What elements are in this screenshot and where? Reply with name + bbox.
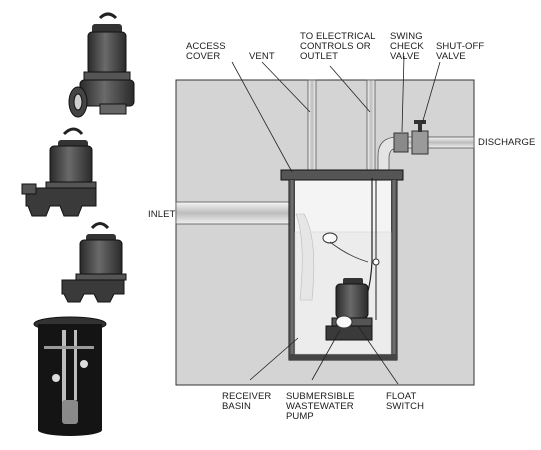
leader-lines xyxy=(231,55,441,385)
label-line: SWITCH xyxy=(386,401,425,412)
label-line: BASIN xyxy=(222,401,252,412)
label-line: FLOAT xyxy=(386,391,417,402)
label-line: CONTROLS OR xyxy=(300,41,371,52)
label-line: TO ELECTRICAL xyxy=(300,31,376,42)
receiver-basin xyxy=(280,169,404,361)
label-electrical: TO ELECTRICAL CONTROLS OR OUTLET xyxy=(300,32,376,62)
label-line: SWING xyxy=(390,31,423,42)
label-line: PUMP xyxy=(286,411,314,422)
label-line: DISCHARGE xyxy=(478,137,536,148)
pump-illustration-standard xyxy=(61,222,127,303)
label-line: ACCESS xyxy=(186,41,226,52)
vent-pipe xyxy=(307,79,317,177)
label-line: VALVE xyxy=(436,51,466,62)
label-swing-check-valve: SWING CHECK VALVE xyxy=(390,32,424,62)
float-switch xyxy=(335,315,353,329)
label-line: CHECK xyxy=(390,41,424,52)
label-receiver-basin: RECEIVER BASIN xyxy=(222,392,271,412)
label-line: INLET xyxy=(148,209,176,220)
label-line: SUBMERSIBLE xyxy=(286,391,355,402)
label-line: VALVE xyxy=(390,51,420,62)
label-shutoff-valve: SHUT-OFF VALVE xyxy=(436,42,484,62)
label-line: WASTEWATER xyxy=(286,401,354,412)
label-float-switch: FLOAT SWITCH xyxy=(386,392,424,412)
inlet-pipe xyxy=(175,201,297,225)
label-access-cover: ACCESS COVER xyxy=(186,42,226,62)
pump-illustration-base xyxy=(21,127,97,217)
label-inlet: INLET xyxy=(148,210,175,220)
electrical-conduit xyxy=(366,79,376,179)
label-line: SHUT-OFF xyxy=(436,41,485,52)
pump-illustration-flanged xyxy=(68,12,135,118)
label-line: VENT xyxy=(249,51,275,62)
label-submersible-pump: SUBMERSIBLE WASTEWATER PUMP xyxy=(286,392,355,422)
label-line: RECEIVER xyxy=(222,391,272,402)
label-line: COVER xyxy=(186,51,221,62)
basin-package-illustration xyxy=(33,316,107,436)
label-discharge: DISCHARGE xyxy=(478,138,535,148)
upper-float xyxy=(322,232,338,244)
label-line: OUTLET xyxy=(300,51,339,62)
label-vent: VENT xyxy=(249,52,275,62)
